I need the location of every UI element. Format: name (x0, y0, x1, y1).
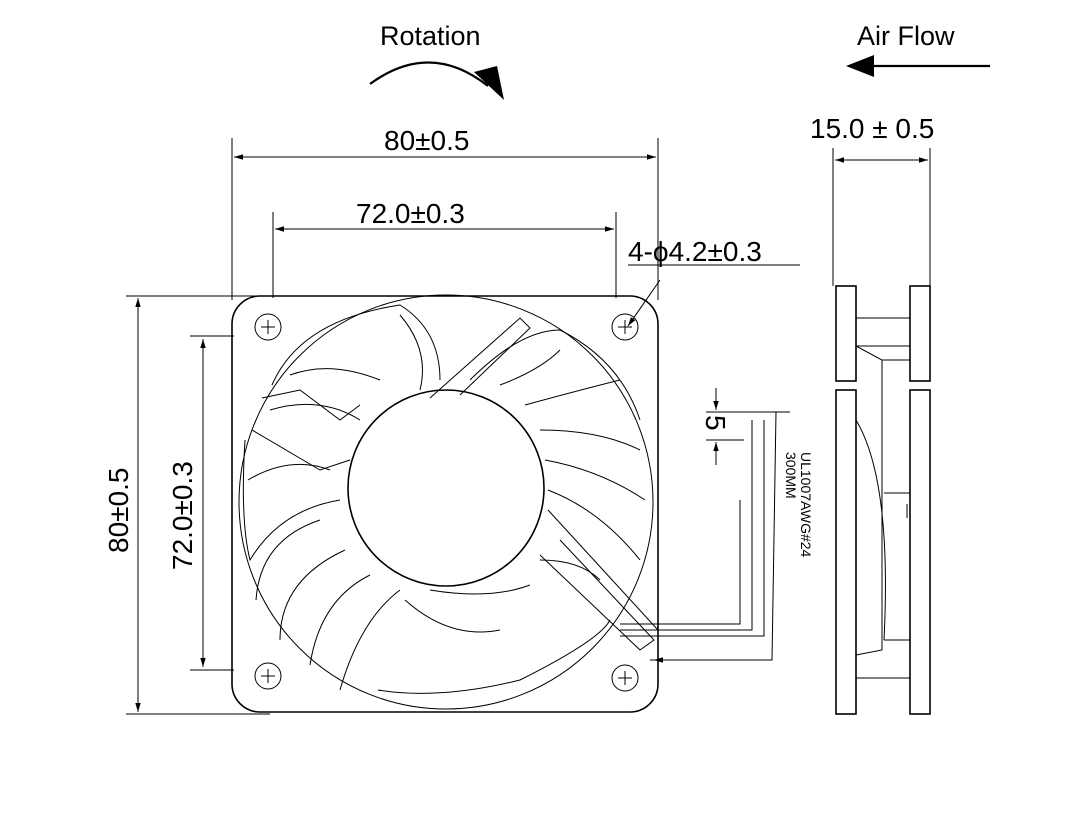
thickness-text: 15.0 ± 0.5 (810, 113, 934, 144)
rotation-label: Rotation (380, 21, 481, 51)
thickness-dimension: 15.0 ± 0.5 (810, 113, 934, 286)
hole-spec-text: 4-ϕ4.2±0.3 (628, 236, 762, 267)
wire-spacing-dimension: 5 (700, 388, 790, 465)
mounting-hole-tr (611, 313, 639, 341)
air-flow-label: Air Flow (857, 21, 955, 51)
fan-inner-ring (238, 294, 654, 710)
wire-length-text: 300MM (783, 452, 799, 499)
fan-wires (620, 411, 777, 663)
mounting-hole-bl (254, 662, 282, 690)
mounting-hole-br (611, 664, 639, 692)
rotation-arrow (369, 61, 504, 100)
fan-side-view (835, 285, 931, 715)
hole-spacing-width-dimension: 72.0±0.3 (272, 198, 617, 298)
fan-hub (347, 389, 545, 587)
fan-front-view (231, 294, 777, 713)
overall-height-dimension: 80±0.5 (103, 295, 270, 715)
mounting-hole-tl (254, 313, 282, 341)
wire-spacing-text: 5 (700, 415, 731, 431)
hole-spacing-width-text: 72.0±0.3 (356, 198, 465, 229)
air-flow-arrow (846, 55, 990, 77)
overall-width-dimension: 80±0.5 (231, 125, 659, 300)
fan-struts (251, 317, 659, 651)
fan-blades (242, 304, 646, 694)
fan-frame (231, 295, 659, 713)
wire-spec-text: UL1007AWG#24 (798, 452, 814, 558)
overall-height-text: 80±0.5 (103, 468, 134, 553)
overall-width-text: 80±0.5 (384, 125, 469, 156)
hole-spacing-height-dimension: 72.0±0.3 (167, 335, 234, 671)
hole-spec-callout: 4-ϕ4.2±0.3 (627, 236, 800, 327)
hole-spacing-height-text: 72.0±0.3 (167, 461, 198, 570)
